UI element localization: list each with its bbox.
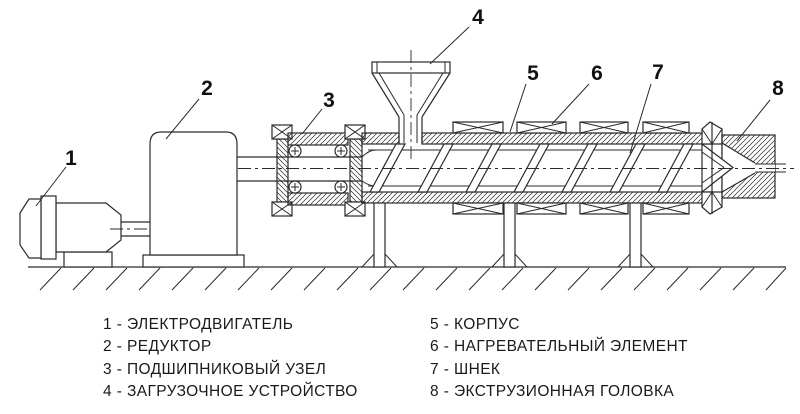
callout-2-number: 2: [201, 77, 213, 100]
callout-8-number: 8: [772, 77, 784, 100]
screw-drawing: [361, 143, 702, 193]
legend-item-5: 5 - КОРПУС: [430, 316, 520, 333]
callout-3: 3: [301, 89, 335, 135]
support-legs: [361, 202, 654, 268]
heater-top-1: [452, 121, 504, 134]
legend-column-left: 1 - ЭЛЕКТРОДВИГАТЕЛЬ 2 - РЕДУКТОР 3 - ПО…: [103, 314, 358, 404]
legend-item-3: 3 - ПОДШИПНИКОВЫЙ УЗЕЛ: [103, 360, 327, 378]
legend-item-2: 2 - РЕДУКТОР: [103, 338, 212, 356]
callout-2: 2: [165, 77, 213, 140]
heater-top-2: [516, 121, 567, 134]
callout-6-number: 6: [591, 62, 603, 85]
callout-4: 4: [429, 6, 484, 65]
heating-elements: [452, 121, 690, 215]
legend-item-4: 4 - ЗАГРУЗОЧНОЕ УСТРОЙСТВО: [103, 383, 358, 401]
heater-top-3: [579, 121, 629, 134]
legend-item-8: 8 - ЭКСТРУЗИОННАЯ ГОЛОВКА: [430, 383, 675, 401]
callout-1: 1: [35, 147, 77, 207]
legend-item-7: 7 - ШНЕК: [430, 360, 501, 378]
heater-bottom-1: [452, 202, 504, 215]
heater-bottom-2: [516, 202, 567, 215]
heater-bottom-3: [579, 202, 629, 215]
callout-5-number: 5: [527, 62, 539, 85]
die-head-drawing: [701, 121, 786, 215]
callout-7: 7: [629, 61, 664, 154]
legend-item-1: 1 - ЭЛЕКТРОДВИГАТЕЛЬ: [103, 316, 294, 333]
ground-line: [28, 266, 787, 291]
heater-top-4: [642, 121, 690, 134]
legend-item-6: 6 - НАГРЕВАТЕЛЬНЫЙ ЭЛЕМЕНТ: [430, 338, 688, 356]
electric-motor-drawing: [19, 195, 162, 268]
bearing-assembly-drawing: [271, 124, 366, 217]
legend-column-right: 5 - КОРПУС 6 - НАГРЕВАТЕЛЬНЫЙ ЭЛЕМЕНТ 7 …: [430, 314, 688, 404]
callout-7-number: 7: [652, 61, 664, 84]
hopper-drawing: [371, 50, 451, 161]
heater-bottom-4: [642, 202, 690, 215]
callout-8: 8: [736, 77, 784, 142]
callout-6: 6: [551, 62, 603, 125]
extruder-diagram: 1 2 3 4 5 6 7 8: [19, 6, 794, 291]
gearbox-drawing: [142, 131, 362, 268]
callout-5: 5: [509, 62, 539, 133]
callout-4-number: 4: [472, 6, 484, 29]
callout-1-number: 1: [65, 147, 77, 170]
callout-3-number: 3: [323, 89, 335, 112]
